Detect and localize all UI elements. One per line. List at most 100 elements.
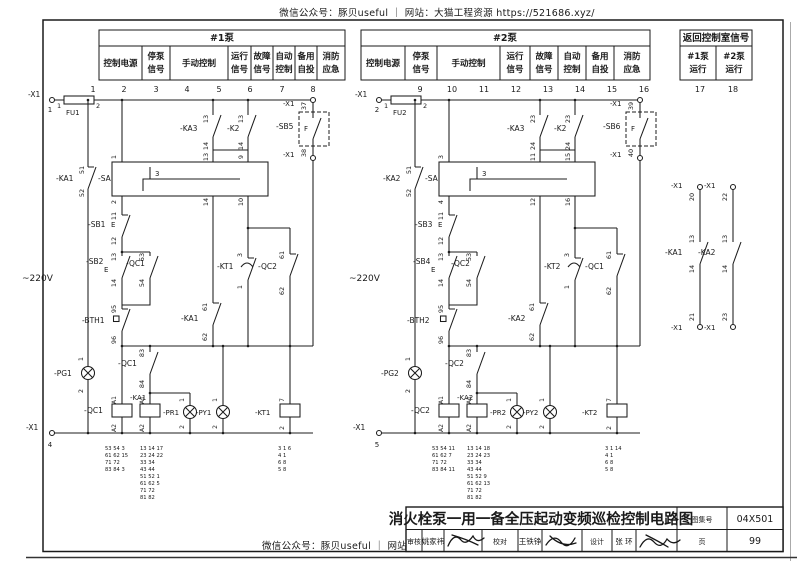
return-signal-header-table (679, 29, 753, 81)
schematic-label: 71 72 (140, 488, 155, 494)
schematic-label: -X1 (283, 151, 294, 159)
schematic-label: 3 1 6 (278, 446, 291, 452)
schematic-label: -X1 (610, 151, 621, 159)
column-header: 信号 (506, 64, 524, 75)
schematic-label: 14 (721, 265, 729, 273)
schematic-label: 14 (110, 279, 118, 287)
schematic-label: 62 (528, 333, 536, 341)
schematic-label: 12 (529, 198, 537, 206)
schematic-label: 7 (606, 398, 613, 402)
atlas-number-label: 图集号 (692, 515, 713, 524)
schematic-label: 61 (201, 303, 209, 311)
schematic-label: E (431, 266, 435, 274)
wire-number: 3 (153, 85, 158, 94)
pump1-circuit (48, 95, 330, 437)
wire-number: 16 (639, 85, 649, 94)
schematic-label: 1 (404, 357, 412, 361)
schematic-label: 1 (539, 398, 546, 402)
schematic-label: 52 (78, 189, 86, 197)
schematic-label: 39 (627, 102, 635, 110)
column-header: 消防 (623, 51, 641, 62)
column-header: 运行 (231, 51, 249, 62)
wire-number: 15 (607, 85, 617, 94)
column-header: 应急 (623, 64, 641, 75)
schematic-label: -X1 (671, 182, 682, 190)
title-block: 消火栓泵一用一备全压起动变频巡检控制电路图 图集号 04X501 页 99 审核… (389, 506, 784, 553)
terminal-x1-bottom (48, 429, 56, 437)
schematic-label: 1 (179, 398, 186, 402)
column-header: 控制电源 (366, 58, 401, 69)
schematic-label: -KA1 (181, 314, 199, 323)
schematic-label: 71 72 (467, 488, 482, 494)
return-signal-column-1 (696, 183, 709, 331)
schematic-label: 16 (564, 198, 572, 206)
fuse (63, 95, 95, 105)
schematic-label: -BTH1 (82, 316, 105, 325)
schematic-label: 53 (465, 253, 473, 261)
schematic-label: ~220V (349, 274, 381, 284)
signature-checker (545, 535, 577, 547)
schematic-label: 2 (606, 426, 613, 430)
schematic-label: -KT2 (582, 409, 597, 417)
schematic-label: -X1 (353, 423, 365, 432)
schematic-label: 20 (688, 193, 696, 201)
watermark-top: 微信公众号：豚贝useful ｜ 网站：大猫工程资源 https://52168… (279, 7, 595, 19)
wire-number: 7 (279, 85, 284, 94)
page-label: 页 (699, 538, 706, 546)
schematic-label: 23 (564, 115, 572, 123)
schematic-label: 3 (155, 170, 159, 178)
schematic-label: -KA2 (457, 394, 473, 402)
schematic-label: 62 (605, 287, 613, 295)
schematic-label: 2 (179, 425, 186, 429)
column-header: 运行 (506, 51, 524, 62)
schematic-label: A1 (466, 396, 473, 404)
schematic-label: 61 (528, 303, 536, 311)
schematic-label: 2 (110, 200, 118, 204)
schematic-label: FU1 (66, 109, 80, 117)
schematic-label: -X1 (28, 90, 40, 99)
schematic-label: 2 (539, 425, 546, 429)
schematic-label: 81 82 (467, 495, 482, 501)
schematic-label: -KA3 (180, 124, 198, 133)
schematic-label: -QC1 (84, 406, 103, 415)
design-label: 设计 (590, 537, 604, 546)
schematic-label: 40 (627, 149, 635, 157)
schematic-label: E (111, 221, 115, 229)
schematic-label: 3 (563, 253, 571, 257)
schematic-label: 24 (529, 142, 537, 150)
schematic-label: 84 (465, 380, 473, 388)
schematic-label: 61 62 15 (105, 453, 128, 459)
schematic-label: -QC2 (411, 406, 430, 415)
schematic-label: -KA2 (698, 248, 716, 257)
wire-number: 18 (728, 85, 738, 94)
schematic-label: 4 1 (605, 453, 613, 459)
schematic-label: -QC2 (258, 262, 277, 271)
schematic-label: 14 (202, 198, 210, 206)
column-header: 自投 (297, 64, 315, 75)
schematic-label: 51 (405, 166, 413, 174)
schematic-label: 13 (110, 253, 118, 261)
schematic-label: 83 (138, 349, 146, 357)
schematic-label: -QC2 (445, 359, 464, 368)
schematic-label: 37 (300, 102, 308, 110)
schematic-label: F (304, 125, 308, 133)
schematic-label: 22 (721, 193, 729, 201)
schematic-label: 5 8 (605, 467, 613, 473)
schematic-label: 62 (201, 333, 209, 341)
wire-number: 11 (479, 85, 489, 94)
schematic-label: 62 (278, 287, 286, 295)
schematic-label: 71 72 (105, 460, 120, 466)
column-header: #1泵 (687, 51, 709, 62)
schematic-label: A2 (139, 424, 146, 432)
thermal-element (112, 315, 120, 323)
schematic-label: -SB2 (86, 257, 104, 266)
schematic-label: 2 (375, 106, 379, 114)
schematic-label: F (631, 125, 635, 133)
coil-kt (279, 403, 301, 418)
schematic-label: FU2 (393, 109, 407, 117)
schematic-label: 10 (237, 198, 245, 206)
schematic-label: -X1 (671, 324, 682, 332)
column-header: 故障 (253, 51, 271, 62)
